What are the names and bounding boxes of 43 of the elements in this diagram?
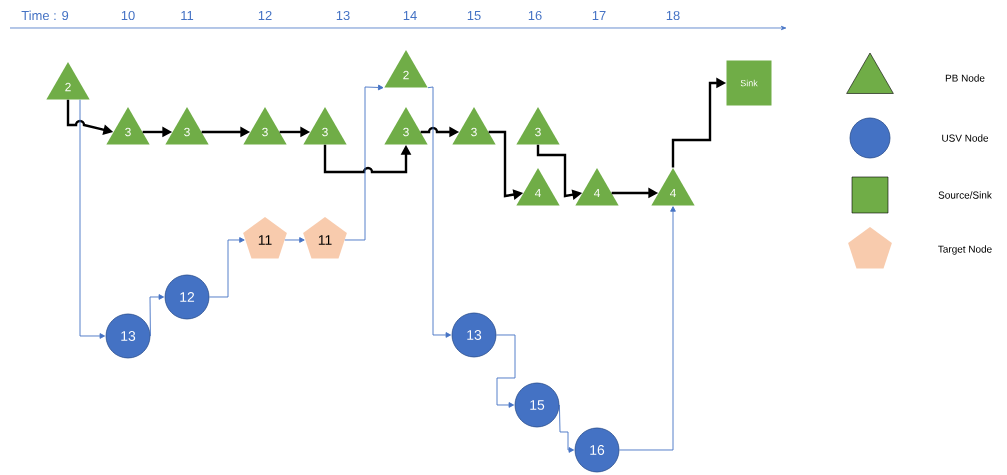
- circle-node: 16: [574, 427, 620, 473]
- triangle-node: 3: [243, 107, 287, 145]
- time-label: 12: [258, 10, 272, 20]
- time-label: 17: [592, 11, 606, 20]
- triangle-node: 3: [516, 107, 560, 145]
- time-label: 16: [528, 10, 542, 21]
- triangle-node: 3: [452, 107, 496, 145]
- time-label: 11: [181, 11, 194, 20]
- triangle-node: 3: [106, 107, 150, 145]
- legend-label: PB Node: [945, 74, 985, 82]
- pentagon-node: 11: [243, 217, 287, 259]
- triangle-node: 3: [165, 107, 209, 145]
- triangle-node: 3: [303, 107, 347, 145]
- arrow: [618, 206, 676, 451]
- arrow: [427, 86, 452, 338]
- arrow: [208, 237, 245, 298]
- arrow: [495, 334, 516, 408]
- time-label: 14: [403, 11, 417, 20]
- time-label: 13: [336, 10, 350, 21]
- circle-node: 12: [164, 274, 210, 320]
- arrow: [558, 404, 575, 453]
- time-label: 10: [121, 10, 135, 21]
- arrow: [149, 294, 165, 337]
- triangle-node: 4: [651, 168, 695, 206]
- legend-label: Source/Sink: [938, 191, 992, 199]
- time-label: 15: [467, 11, 481, 21]
- triangle-node: 2: [384, 50, 428, 88]
- circle-node: 13: [105, 313, 151, 359]
- circle-node: 15: [514, 382, 560, 428]
- time-label: 18: [666, 10, 680, 21]
- triangle-node: 4: [575, 168, 619, 206]
- arrow: [344, 84, 384, 241]
- triangle-node: 3: [384, 107, 428, 145]
- arrow: [79, 99, 106, 339]
- square-node: Sink: [726, 60, 772, 106]
- triangle-node: 2: [46, 62, 90, 100]
- time-label: Time : 9: [21, 10, 69, 21]
- triangle-node: 4: [516, 168, 560, 206]
- legend-label: Target Node: [938, 245, 992, 255]
- circle-node: 13: [451, 312, 497, 358]
- arrow: [284, 237, 305, 243]
- legend-label: USV Node: [942, 134, 989, 142]
- pentagon-node: 11: [303, 217, 347, 259]
